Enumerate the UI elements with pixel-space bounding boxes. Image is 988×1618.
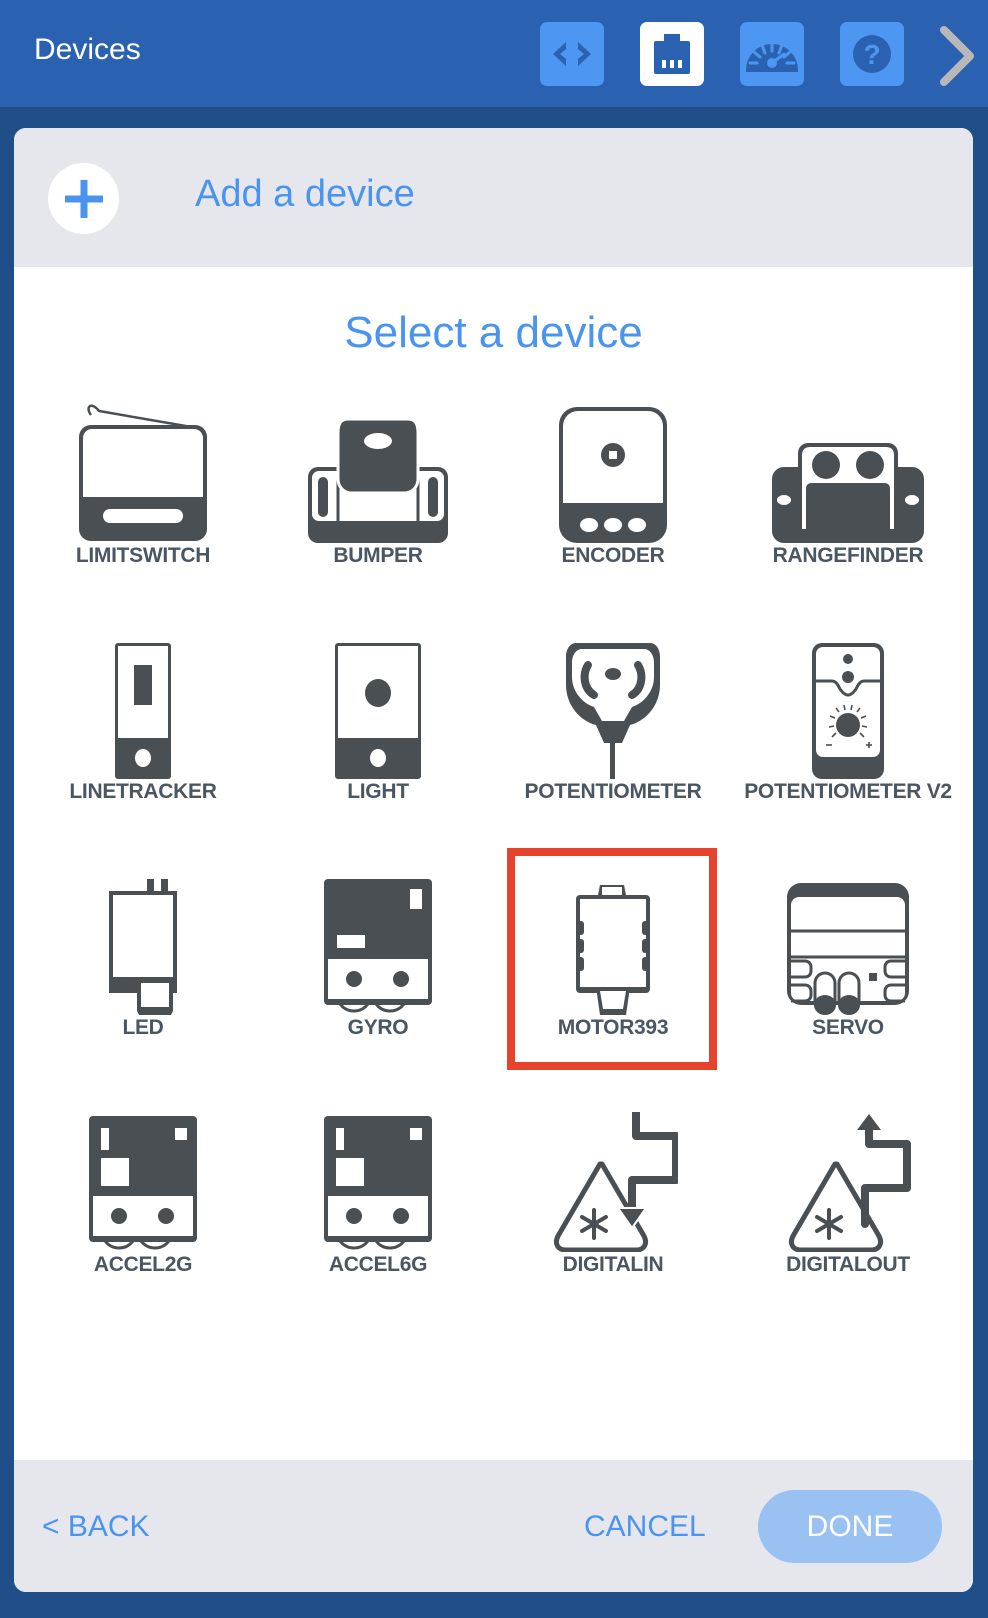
device-label: LIMITSWITCH [75, 544, 211, 567]
dashboard-button[interactable] [740, 22, 804, 86]
device-bumper[interactable]: BUMPER [268, 383, 488, 603]
device-limitswitch[interactable]: LIMITSWITCH [33, 383, 253, 603]
dialog-footer: < BACK CANCEL DONE [14, 1460, 973, 1592]
back-button[interactable]: < BACK [42, 1510, 150, 1543]
device-gyro[interactable]: GYRO [268, 855, 488, 1075]
device-label: BUMPER [333, 544, 423, 567]
linetracker-icon [115, 643, 171, 779]
svg-text:?: ? [863, 39, 880, 70]
device-potentiometer[interactable]: POTENTIOMETER [503, 619, 723, 839]
device-label: ACCEL6G [328, 1253, 428, 1276]
device-label: POTENTIOMETER [524, 780, 702, 803]
add-device-button[interactable] [48, 163, 119, 234]
plus-icon [64, 179, 103, 218]
code-icon [553, 42, 591, 66]
cancel-button[interactable]: CANCEL [584, 1510, 706, 1543]
accel2g-icon [89, 1116, 197, 1250]
bumper-icon [308, 419, 448, 543]
device-label: DIGITALOUT [786, 1253, 910, 1276]
add-device-row[interactable]: Add a device [14, 128, 973, 267]
gyro-icon [324, 879, 432, 1013]
device-light[interactable]: LIGHT [268, 619, 488, 839]
potentiometer-icon [566, 643, 660, 779]
page-title: Devices [34, 33, 141, 66]
help-icon: ? [853, 35, 891, 73]
code-view-button[interactable] [540, 22, 604, 86]
top-bar: Devices [0, 0, 988, 107]
light-icon [335, 643, 421, 779]
device-label: LIGHT [347, 780, 409, 803]
chevron-right-icon[interactable] [936, 26, 980, 86]
device-encoder[interactable]: ENCODER [503, 383, 723, 603]
device-digitalin[interactable]: DIGITALIN [503, 1092, 723, 1312]
led-icon [109, 879, 177, 1015]
device-label: POTENTIOMETER V2 [744, 780, 952, 803]
device-digitalout[interactable]: DIGITALOUT [738, 1092, 958, 1312]
accel6g-icon [324, 1116, 432, 1250]
device-label: GYRO [347, 1016, 409, 1039]
dashboard-gauge-icon [746, 40, 798, 72]
rangefinder-icon [772, 443, 924, 543]
help-button[interactable]: ? [840, 22, 904, 86]
add-device-label[interactable]: Add a device [195, 173, 415, 215]
device-led[interactable]: LED [33, 855, 253, 1075]
encoder-icon [559, 407, 667, 543]
device-label: ENCODER [561, 544, 665, 567]
device-servo[interactable]: SERVO [738, 855, 958, 1075]
device-rangefinder[interactable]: RANGEFINDER [738, 383, 958, 603]
device-label: LINETRACKER [69, 780, 217, 803]
devices-port-icon [654, 34, 690, 74]
digitalin-icon [553, 1112, 678, 1252]
device-label: DIGITALIN [562, 1253, 664, 1276]
device-linetracker[interactable]: LINETRACKER [33, 619, 253, 839]
motor393-icon [576, 885, 650, 1015]
device-accel6g[interactable]: ACCEL6G [268, 1092, 488, 1312]
done-button[interactable]: DONE [758, 1490, 942, 1563]
device-accel2g[interactable]: ACCEL2G [33, 1092, 253, 1312]
potentiometer-v2-icon [812, 643, 884, 779]
devices-button[interactable] [640, 22, 704, 86]
device-label: ACCEL2G [93, 1253, 193, 1276]
device-potentiometer-v2[interactable]: POTENTIOMETER V2 [738, 619, 958, 839]
digitalout-icon [788, 1114, 911, 1252]
device-picker-card: Add a device Select a device LIMITSWITCH [14, 128, 973, 1592]
device-label: LED [122, 1016, 164, 1039]
select-device-heading: Select a device [344, 308, 643, 357]
device-label: MOTOR393 [557, 1016, 669, 1039]
device-label: SERVO [812, 1016, 884, 1039]
device-motor393[interactable]: MOTOR393 [503, 855, 723, 1075]
limitswitch-icon [79, 404, 207, 541]
device-label: RANGEFINDER [772, 544, 924, 567]
servo-icon [787, 883, 909, 1015]
